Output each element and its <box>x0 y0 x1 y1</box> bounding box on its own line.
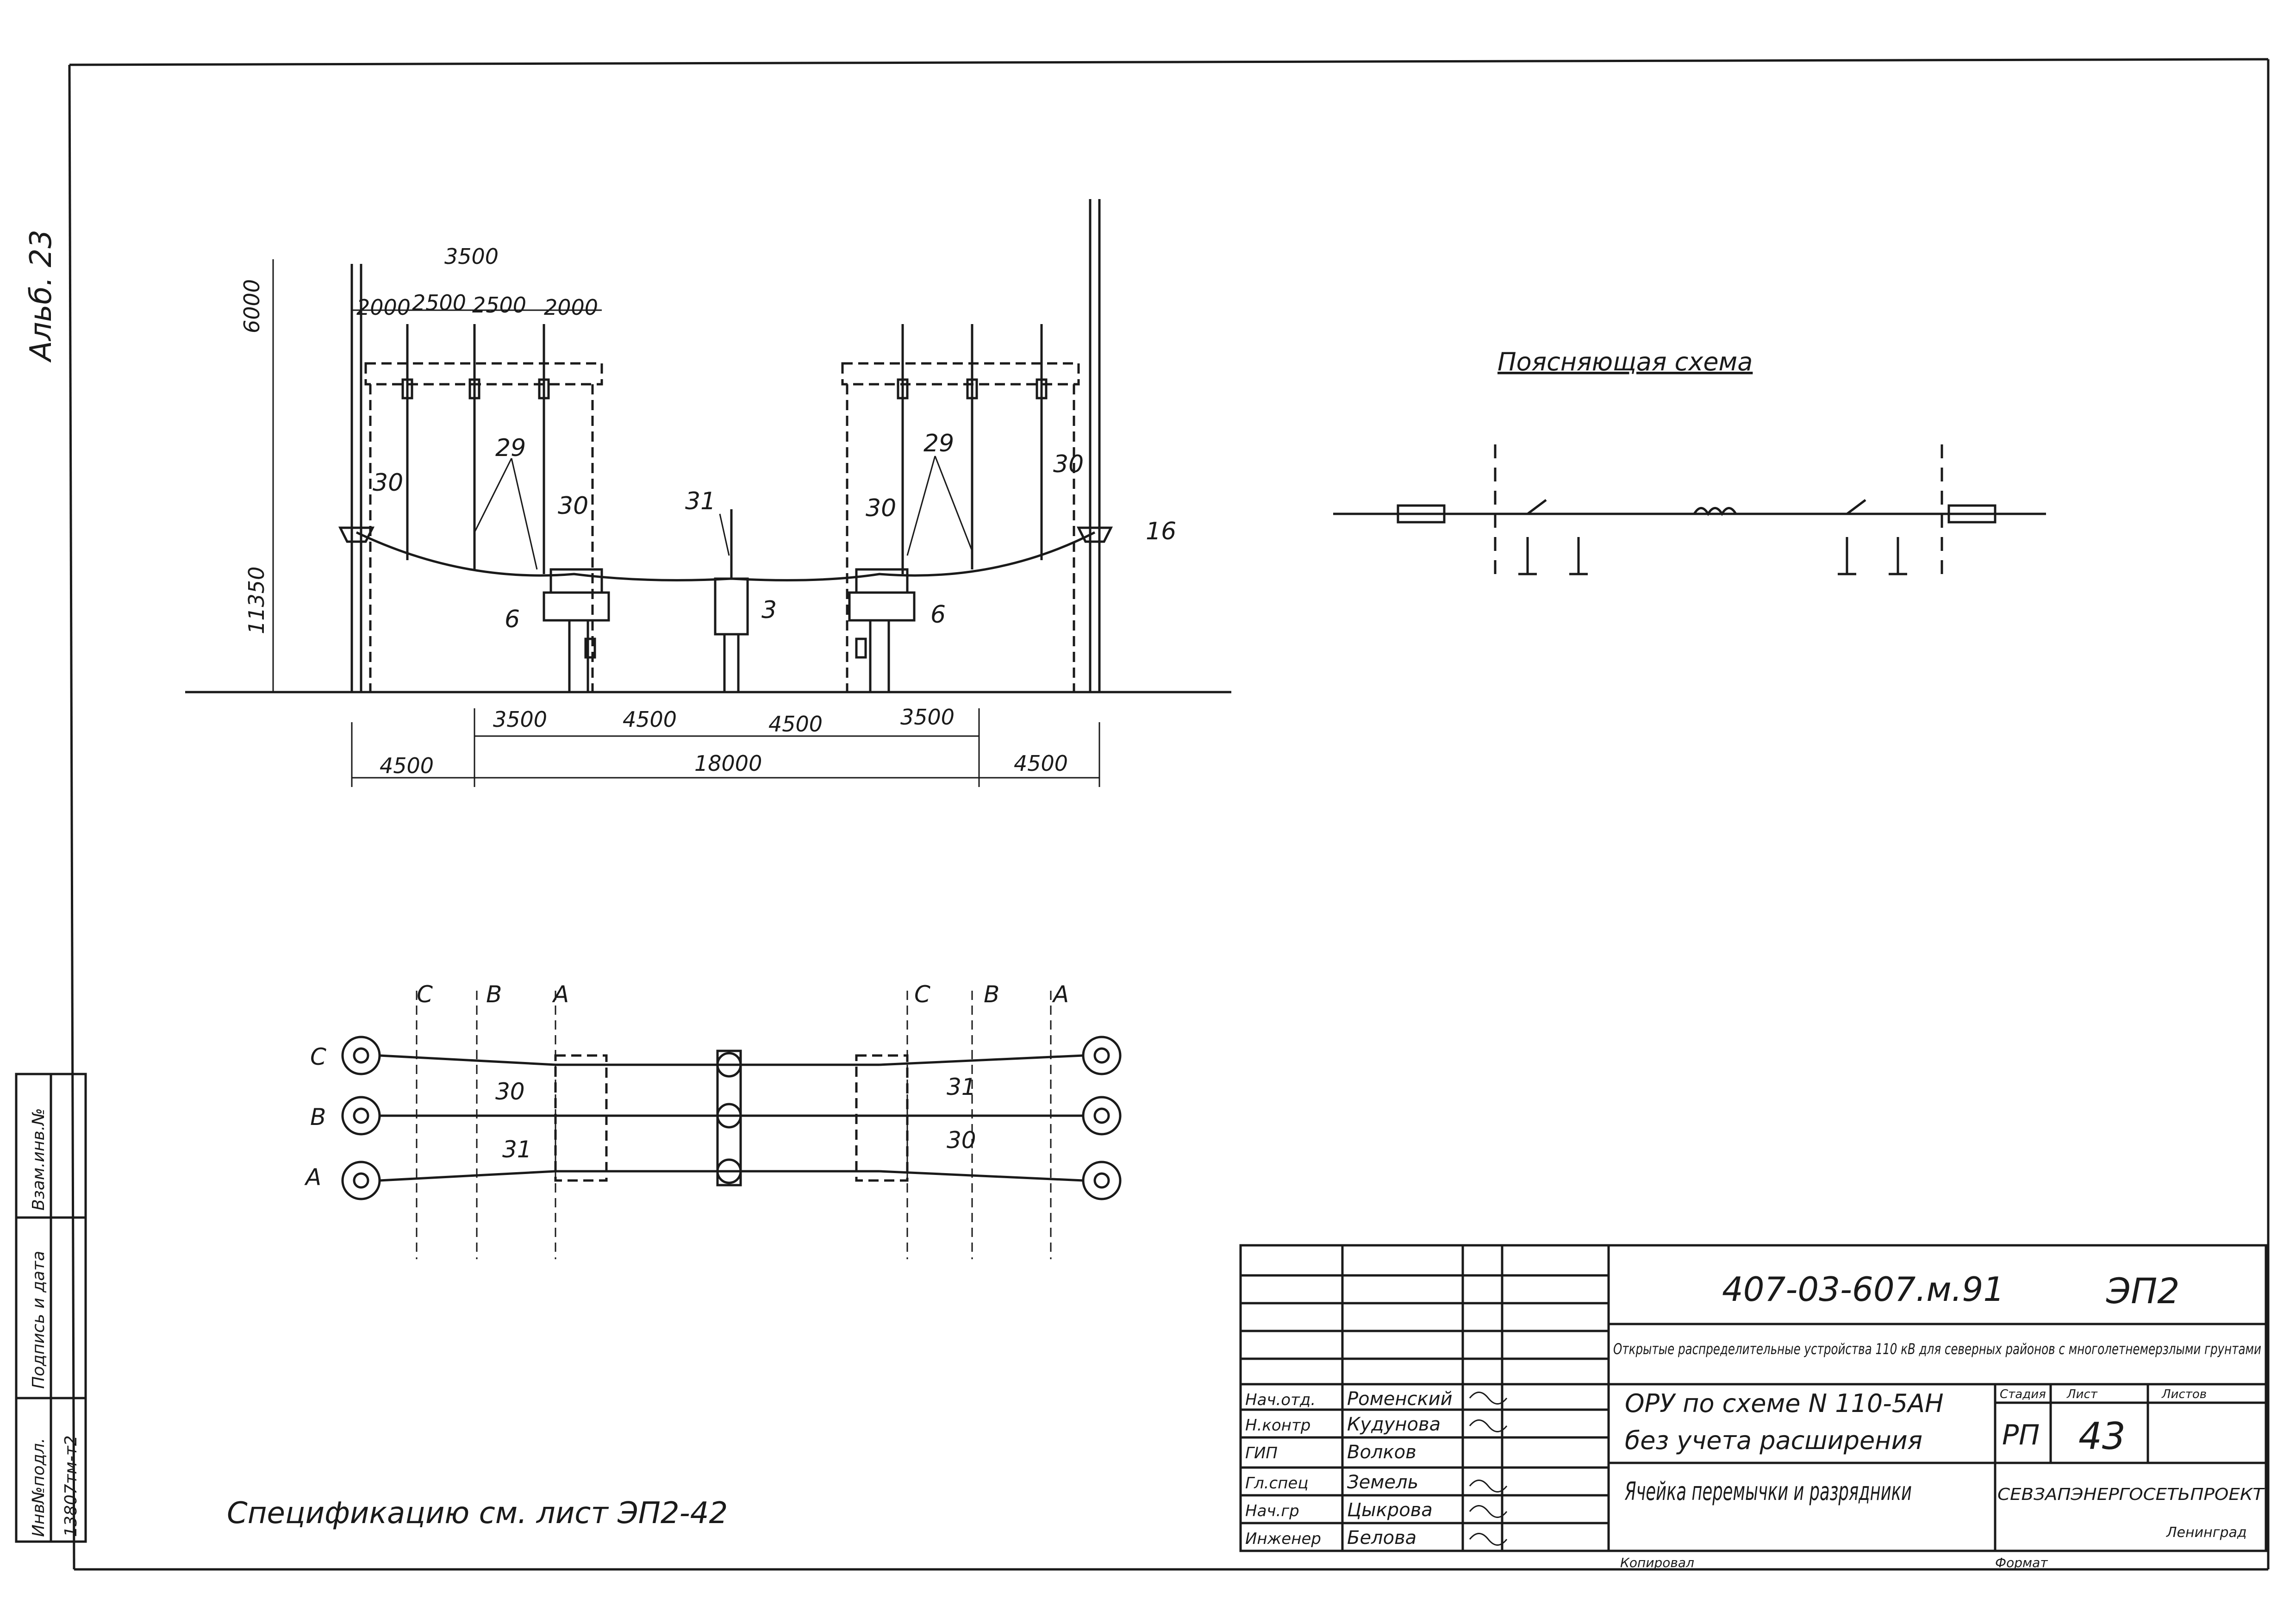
plan-callout-31-left: 31 <box>502 1136 532 1163</box>
phase-label-a: A <box>304 1164 321 1191</box>
section-dimension-labels: 3500 6000 2000 2500 2500 2000 11350 3500… <box>239 244 1068 778</box>
signatures <box>1469 1392 1508 1546</box>
hanging-insulators <box>401 324 1048 403</box>
callout-6-right: 6 <box>930 601 946 629</box>
format-label: Формат <box>1995 1555 2048 1570</box>
callout-6-left: 6 <box>505 606 520 633</box>
dim-bottom-d: 3500 <box>900 705 955 730</box>
section-view <box>185 199 1231 787</box>
column-label-a-right: A <box>1052 981 1069 1008</box>
column-label-b-right: B <box>984 981 999 1008</box>
project-title: Открытые распределительные устройства 11… <box>1613 1340 2261 1358</box>
sheet-code: ЭП2 <box>2106 1270 2180 1312</box>
doc-code: 407-03-607.м.91 <box>1722 1270 2004 1309</box>
dim-height-total: 11350 <box>244 567 269 634</box>
sheet-value: 43 <box>2078 1415 2126 1458</box>
stamp-label-swap: Взам.инв.№ <box>29 1108 48 1211</box>
column-label-c-right: C <box>914 981 930 1008</box>
stamp-label-inv: Инв№подл. <box>29 1438 48 1537</box>
callout-29-right: 29 <box>923 430 954 457</box>
dim-bottom-c: 4500 <box>768 712 823 737</box>
callout-30-b: 30 <box>558 492 588 520</box>
phase-label-b: B <box>310 1104 326 1131</box>
drawing-title-3: Ячейка перемычки и разрядники <box>1624 1477 1912 1506</box>
dim-d2: 2500 <box>412 290 466 315</box>
role-2: Н.контр <box>1245 1416 1310 1435</box>
droppers <box>406 398 1043 579</box>
dim-bottom-middle: 18000 <box>694 751 762 776</box>
role-3: ГИП <box>1245 1444 1278 1462</box>
right-insulator-cap <box>1076 526 1113 543</box>
leaders <box>474 456 973 570</box>
stamp-label-sign: Подпись и дата <box>29 1251 48 1389</box>
right-gantry <box>841 362 1080 692</box>
side-note: Альб. 23 <box>24 230 58 363</box>
plan-callout-31-right: 31 <box>947 1074 976 1100</box>
name-2: Кудунова <box>1347 1414 1441 1435</box>
title-block-text: 407-03-607.м.91 ЭП2 Открытые распределит… <box>1245 1270 2265 1570</box>
role-1: Нач.отд. <box>1245 1391 1316 1409</box>
callout-31: 31 <box>685 487 716 515</box>
left-stamp <box>15 1073 87 1543</box>
copied-label: Копировал <box>1620 1555 1694 1570</box>
left-gantry <box>364 362 603 692</box>
scheme-title: Поясняющая схема <box>1497 347 1753 376</box>
dim-height-upper: 6000 <box>239 279 264 333</box>
callout-3: 3 <box>761 596 777 624</box>
left-insulator-cap <box>338 526 375 543</box>
left-equipment <box>543 568 610 692</box>
name-5: Цыкрова <box>1347 1499 1433 1521</box>
name-6: Белова <box>1347 1527 1416 1549</box>
sheets-label: Листов <box>2161 1387 2207 1401</box>
dim-d1: 2000 <box>356 295 411 320</box>
dim-span-overall: 3500 <box>444 244 499 269</box>
dim-bottom-left: 4500 <box>380 753 434 778</box>
org-city: Ленинград <box>2166 1524 2247 1541</box>
middle-insulator <box>714 577 749 692</box>
callout-30-c: 30 <box>866 494 896 522</box>
callout-16: 16 <box>1146 518 1176 545</box>
org-name: СЕВЗАПЭНЕРГОСЕТЬПРОЕКТ <box>1997 1485 2265 1504</box>
phase-label-c: C <box>310 1043 326 1070</box>
right-equipment <box>848 568 916 692</box>
dimension-lines <box>272 259 1100 787</box>
sheet-label: Лист <box>2066 1387 2098 1401</box>
plan-view <box>341 991 1122 1259</box>
dim-bottom-right: 4500 <box>1014 751 1068 776</box>
section-callouts: 29 29 30 30 30 30 31 16 6 3 6 <box>373 430 1176 633</box>
name-3: Волков <box>1347 1442 1416 1463</box>
drawing-title-1: ОРУ по схеме N 110-5АН <box>1625 1389 1944 1418</box>
dim-bottom-a: 3500 <box>493 707 547 732</box>
role-5: Нач.гр <box>1245 1502 1299 1520</box>
stage-value: РП <box>2002 1419 2040 1451</box>
dim-bottom-b: 4500 <box>623 707 677 732</box>
callout-29-left: 29 <box>495 434 526 462</box>
spec-note: Спецификацию см. лист ЭП2-42 <box>227 1496 728 1530</box>
name-4: Земель <box>1347 1472 1418 1493</box>
dim-d3: 2500 <box>472 293 526 318</box>
single-line-scheme <box>1333 444 2046 583</box>
dim-d4: 2000 <box>544 295 598 320</box>
callout-30-a: 30 <box>373 469 403 497</box>
title-block <box>1239 1244 2267 1552</box>
plan-callout-30-right: 30 <box>947 1127 976 1154</box>
role-6: Инженер <box>1245 1530 1321 1548</box>
stamp-inv-number: 13807тм-т2 <box>62 1435 81 1537</box>
drawing-title-2: без учета расширения <box>1625 1426 1922 1455</box>
plan-labels: C B A C B A C B A 30 31 31 30 <box>304 981 1069 1191</box>
callout-30-d: 30 <box>1053 450 1084 478</box>
role-4: Гл.спец <box>1245 1474 1308 1493</box>
column-label-b-left: B <box>486 981 502 1008</box>
sheet-frame <box>68 58 2270 1571</box>
name-1: Роменский <box>1347 1388 1453 1410</box>
column-label-c-left: C <box>417 981 433 1008</box>
plan-callout-30-left: 30 <box>495 1078 525 1105</box>
column-label-a-left: A <box>552 981 569 1008</box>
stage-label: Стадия <box>2000 1387 2046 1401</box>
